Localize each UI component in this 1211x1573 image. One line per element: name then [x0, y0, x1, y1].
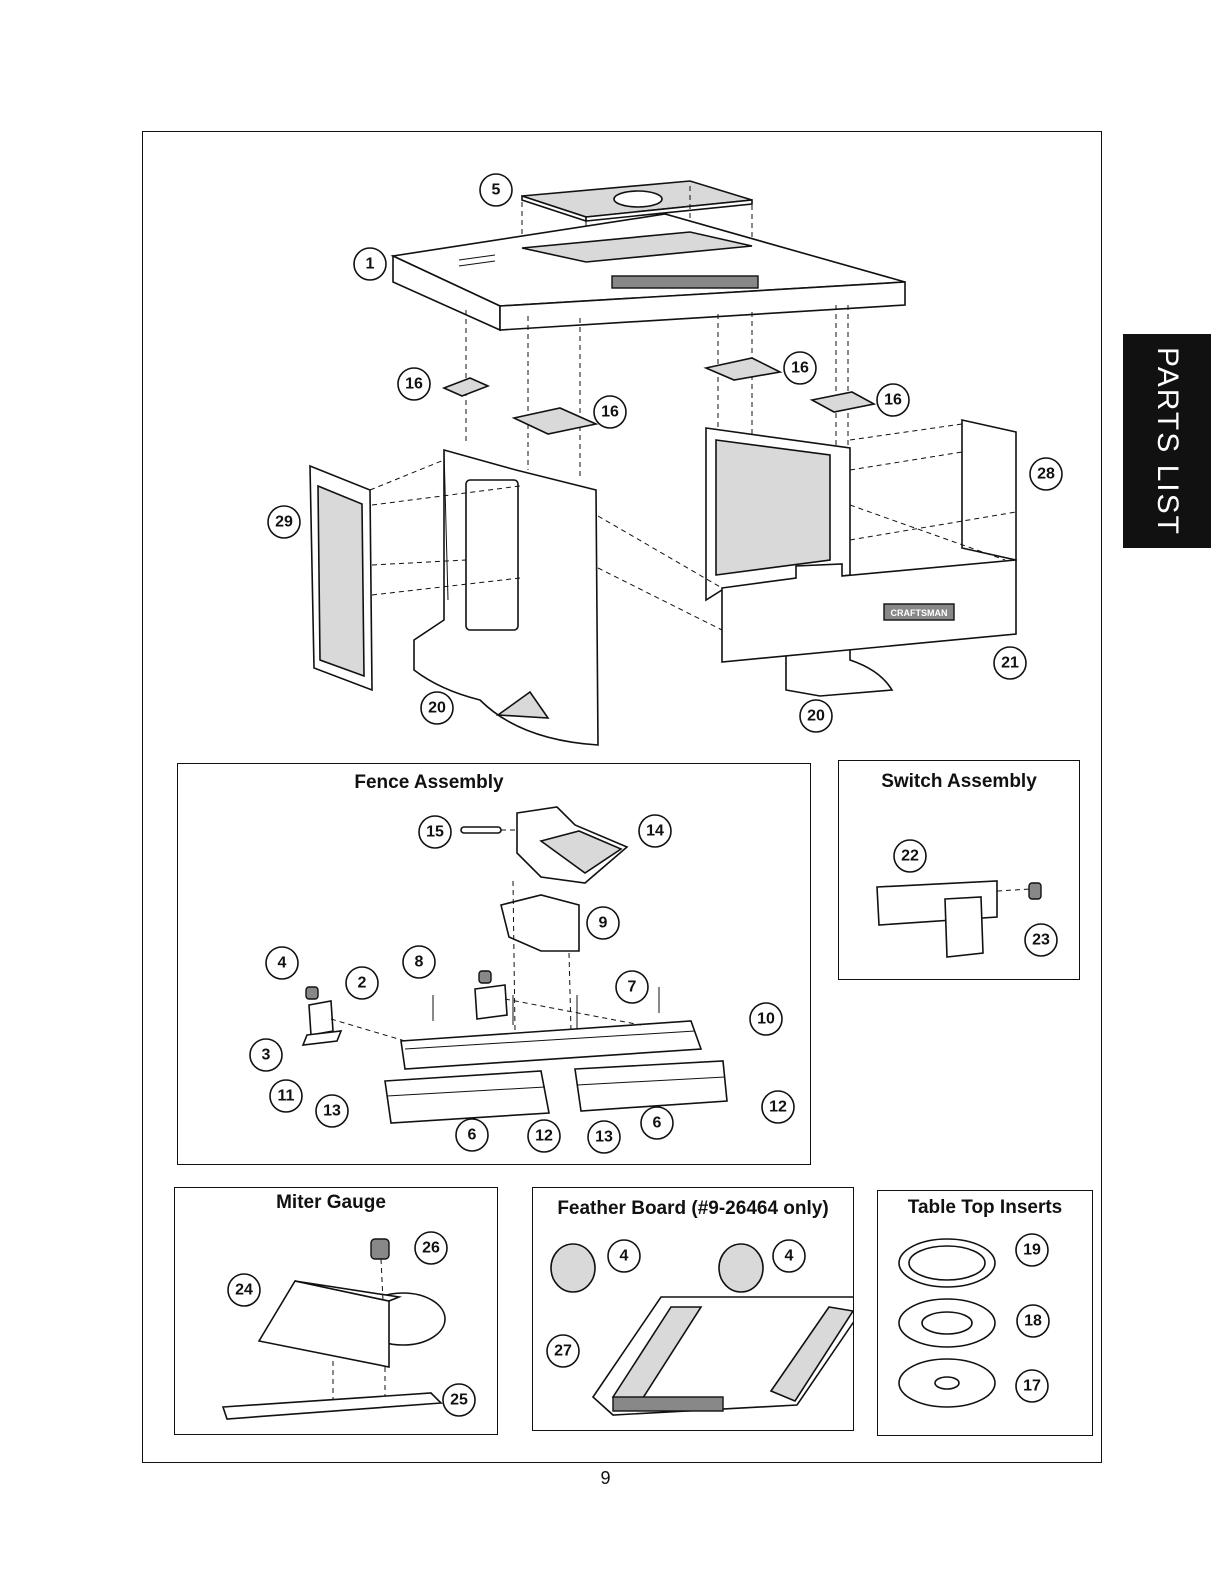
svg-text:4: 4	[785, 1248, 794, 1265]
callout-16-a: 16	[398, 368, 430, 400]
callout-12-a: 12	[528, 1120, 560, 1152]
svg-text:16: 16	[601, 404, 619, 421]
svg-text:20: 20	[807, 708, 825, 725]
main-exploded-view: CRAFTSMAN 5 1 16 16 16 16 29 28 21 20 20	[142, 131, 1100, 761]
svg-text:11: 11	[278, 1088, 295, 1105]
callout-4: 4	[266, 947, 298, 979]
miter-gauge-box: Miter Gauge 26 24 25	[174, 1187, 498, 1435]
callout-29: 29	[268, 506, 300, 538]
svg-text:12: 12	[535, 1128, 553, 1145]
svg-text:17: 17	[1023, 1378, 1041, 1395]
svg-text:20: 20	[428, 700, 446, 717]
miter-gauge-diagram: 26 24 25	[175, 1188, 497, 1434]
callout-13-b: 13	[588, 1121, 620, 1153]
svg-text:4: 4	[620, 1248, 629, 1265]
callout-23: 23	[1025, 924, 1057, 956]
callout-7: 7	[616, 971, 648, 1003]
callout-18: 18	[1017, 1305, 1049, 1337]
svg-text:4: 4	[278, 955, 287, 972]
callout-17: 17	[1016, 1370, 1048, 1402]
emblem-label: CRAFTSMAN	[891, 608, 948, 618]
feather-board-box: Feather Board (#9-26464 only) 4 4 27	[532, 1187, 854, 1431]
fence-assembly-box: Fence Assembly 15 14 9 4 2 8 7 10 3	[177, 763, 811, 1165]
svg-text:29: 29	[275, 514, 293, 531]
callout-10: 10	[750, 1003, 782, 1035]
callout-5: 5	[480, 174, 512, 206]
svg-text:8: 8	[415, 954, 424, 971]
parts-list-tab: PARTS LIST	[1123, 334, 1211, 548]
svg-text:13: 13	[595, 1129, 613, 1146]
callout-20-a: 20	[421, 692, 453, 724]
callout-14: 14	[639, 815, 671, 847]
svg-text:2: 2	[358, 975, 367, 992]
svg-text:12: 12	[769, 1099, 787, 1116]
fence-assembly-diagram: 15 14 9 4 2 8 7 10 3 11 13 6 12 13 6 12	[178, 764, 810, 1164]
callout-20-b: 20	[800, 700, 832, 732]
svg-text:25: 25	[450, 1392, 468, 1409]
switch-assembly-diagram: 22 23	[839, 761, 1079, 979]
svg-text:16: 16	[791, 360, 809, 377]
svg-text:13: 13	[323, 1103, 341, 1120]
svg-text:10: 10	[757, 1011, 775, 1028]
callout-4-b: 4	[773, 1240, 805, 1272]
callout-28: 28	[1030, 458, 1062, 490]
svg-text:28: 28	[1037, 466, 1055, 483]
callout-1: 1	[354, 248, 386, 280]
callout-2: 2	[346, 967, 378, 999]
callout-27: 27	[547, 1335, 579, 1367]
callout-6-b: 6	[641, 1107, 673, 1139]
svg-text:1: 1	[366, 256, 375, 273]
right-side-panel	[962, 420, 1016, 560]
svg-text:3: 3	[262, 1047, 271, 1064]
callout-13-a: 13	[316, 1095, 348, 1127]
callout-6-a: 6	[456, 1119, 488, 1151]
callout-22: 22	[894, 840, 926, 872]
callout-24: 24	[228, 1274, 260, 1306]
callout-11: 11	[270, 1080, 302, 1112]
svg-text:15: 15	[426, 824, 444, 841]
switch-assembly-box: Switch Assembly 22 23	[838, 760, 1080, 980]
svg-text:27: 27	[554, 1343, 572, 1360]
table-top-inserts-diagram: 19 18 17	[878, 1191, 1092, 1435]
callout-12-b: 12	[762, 1091, 794, 1123]
callout-16-b: 16	[594, 396, 626, 428]
callout-25: 25	[443, 1384, 475, 1416]
svg-text:21: 21	[1001, 655, 1019, 672]
svg-text:14: 14	[646, 823, 664, 840]
callout-8: 8	[403, 946, 435, 978]
svg-text:26: 26	[422, 1240, 440, 1257]
parts-list-tab-label: PARTS LIST	[1150, 347, 1184, 536]
svg-text:18: 18	[1024, 1313, 1042, 1330]
svg-text:16: 16	[884, 392, 902, 409]
svg-text:16: 16	[405, 376, 423, 393]
callout-26: 26	[415, 1232, 447, 1264]
callout-9: 9	[587, 907, 619, 939]
svg-text:24: 24	[235, 1282, 253, 1299]
table-top-inserts-box: Table Top Inserts 19 18 17	[877, 1190, 1093, 1436]
feather-board-diagram: 4 4 27	[533, 1188, 853, 1430]
svg-text:19: 19	[1023, 1242, 1041, 1259]
svg-text:6: 6	[468, 1127, 477, 1144]
callout-3: 3	[250, 1039, 282, 1071]
svg-text:7: 7	[628, 979, 637, 996]
callout-15: 15	[419, 816, 451, 848]
callout-21: 21	[994, 647, 1026, 679]
page-number: 9	[0, 1468, 1211, 1489]
callout-16-d: 16	[877, 384, 909, 416]
svg-text:23: 23	[1032, 932, 1050, 949]
svg-text:5: 5	[492, 182, 501, 199]
svg-text:22: 22	[901, 848, 919, 865]
callout-16-c: 16	[784, 352, 816, 384]
svg-text:6: 6	[653, 1115, 662, 1132]
svg-text:9: 9	[599, 915, 608, 932]
callout-19: 19	[1016, 1234, 1048, 1266]
callout-4-a: 4	[608, 1240, 640, 1272]
